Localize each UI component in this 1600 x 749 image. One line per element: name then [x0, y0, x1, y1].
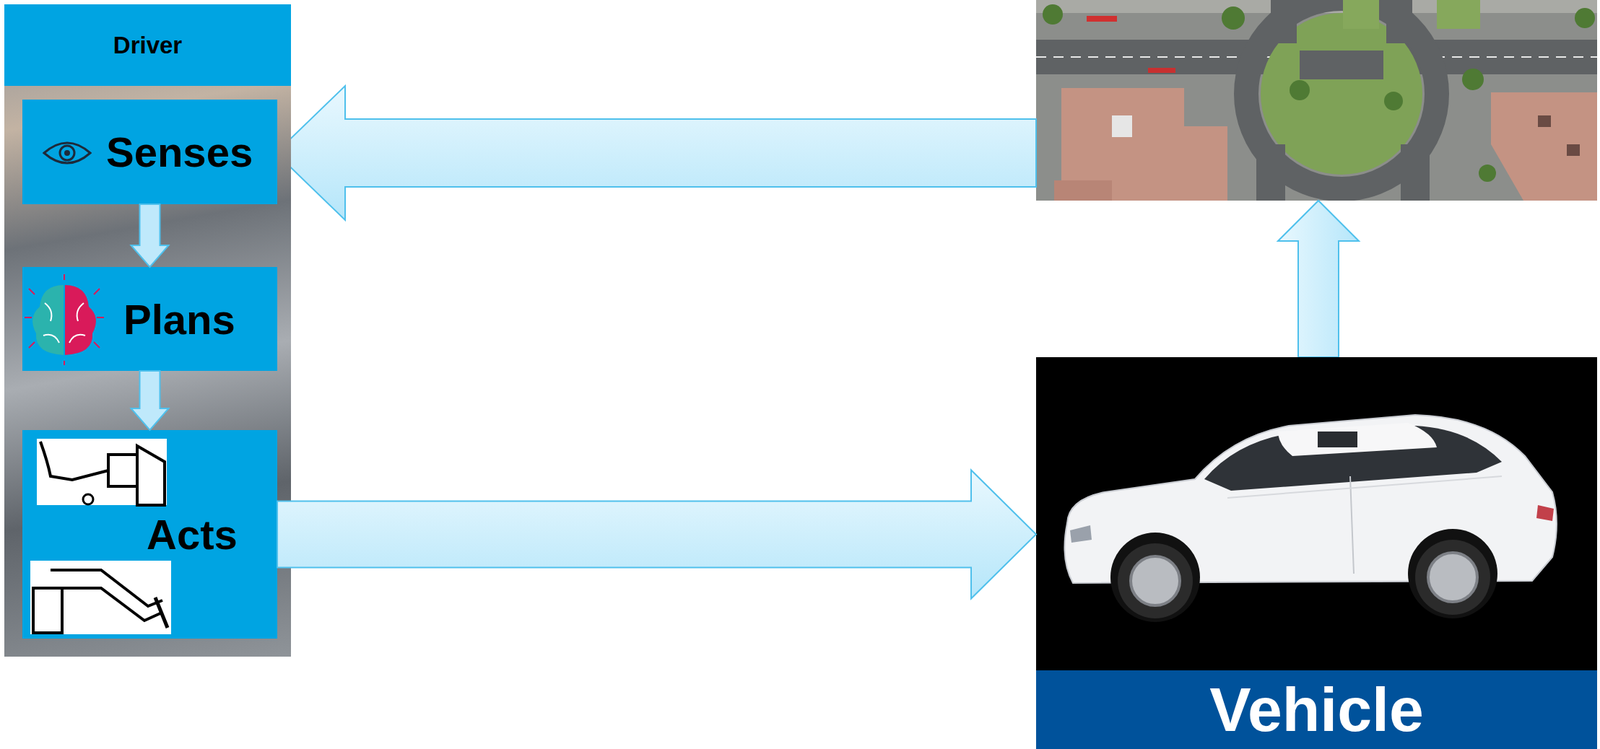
building-roof	[1537, 115, 1551, 128]
park-green	[1342, 0, 1380, 29]
car-sunroof	[1317, 431, 1358, 448]
process-box: Acts	[22, 430, 278, 639]
knee	[83, 494, 94, 505]
flow-arrow	[131, 371, 169, 431]
wheel-rim	[1428, 553, 1478, 603]
node-label: Vehicle	[1036, 670, 1598, 749]
flow-arrow	[131, 204, 169, 268]
car-headlight	[1070, 525, 1092, 543]
vehicle-box: Vehicle	[1036, 357, 1598, 749]
seat	[33, 588, 63, 634]
car-body	[1064, 415, 1557, 584]
map-road	[1386, 0, 1413, 44]
map-road	[1299, 50, 1384, 80]
pedal	[155, 597, 168, 629]
eye-iris	[59, 145, 75, 161]
building	[1061, 88, 1228, 201]
steering-icon	[36, 438, 167, 506]
map-bus	[1148, 67, 1176, 73]
dashboard	[137, 446, 165, 506]
map-road	[1270, 0, 1297, 44]
roundabout-road	[1246, 0, 1437, 190]
wheel-arch	[1407, 529, 1498, 619]
park-green	[1260, 12, 1423, 175]
eye-pupil	[64, 150, 71, 156]
car-taillight	[1536, 505, 1554, 522]
park-green	[1436, 0, 1481, 29]
map-tree	[1478, 164, 1497, 182]
leg-line	[50, 570, 163, 607]
car-door-line	[1350, 476, 1354, 575]
map-road	[1256, 144, 1286, 201]
node-label: Acts	[146, 510, 238, 559]
eye-outline	[44, 142, 91, 164]
brain-icon	[24, 274, 104, 366]
wheel-rim	[1130, 556, 1180, 606]
process-box: Plans	[22, 267, 278, 372]
building-roof	[1111, 115, 1133, 138]
map-tree	[1574, 7, 1595, 29]
car-window	[1204, 425, 1502, 491]
building	[1054, 180, 1112, 201]
car-shoulder-line	[1227, 476, 1502, 499]
car-illustration	[1064, 415, 1557, 623]
map-ground	[1036, 0, 1598, 201]
map-sidewalk	[1036, 0, 1598, 13]
arm-line	[40, 441, 109, 481]
flow-arrow	[277, 470, 1037, 600]
steering-wheel	[108, 454, 138, 487]
process-box: Senses	[22, 99, 278, 205]
map-tree	[1384, 91, 1403, 111]
lane-marking	[1036, 56, 1598, 58]
brain-rays	[24, 274, 104, 366]
perception-arrow	[275, 85, 1037, 221]
pedal-icon	[30, 561, 172, 635]
actor-label: Driver	[4, 4, 291, 86]
brain-fold	[43, 303, 86, 343]
map-tree	[1221, 6, 1245, 30]
car-wheel	[1415, 540, 1491, 616]
building-roof	[1566, 144, 1580, 156]
map-road	[1036, 39, 1598, 75]
actor-panel: DriverSensesPlansActs	[4, 4, 291, 658]
map-tree	[1042, 4, 1063, 25]
car-roof	[1277, 423, 1437, 457]
brain-right	[64, 285, 97, 356]
city-map	[1036, 0, 1598, 201]
eye-icon	[44, 142, 91, 164]
map-bus	[1086, 15, 1117, 22]
map-tree	[1289, 80, 1310, 101]
icon-panel	[36, 438, 167, 506]
leg-line	[50, 588, 161, 621]
brain-left	[32, 285, 64, 356]
node-label: Senses	[106, 127, 253, 177]
building	[1490, 92, 1598, 201]
map-road	[1400, 144, 1430, 201]
car-wheel	[1117, 543, 1193, 619]
map-tree	[1462, 68, 1484, 91]
icon-panel	[30, 561, 172, 635]
wheel-arch	[1110, 532, 1200, 623]
node-label: Plans	[123, 295, 236, 344]
motion-arrow	[1277, 200, 1359, 358]
